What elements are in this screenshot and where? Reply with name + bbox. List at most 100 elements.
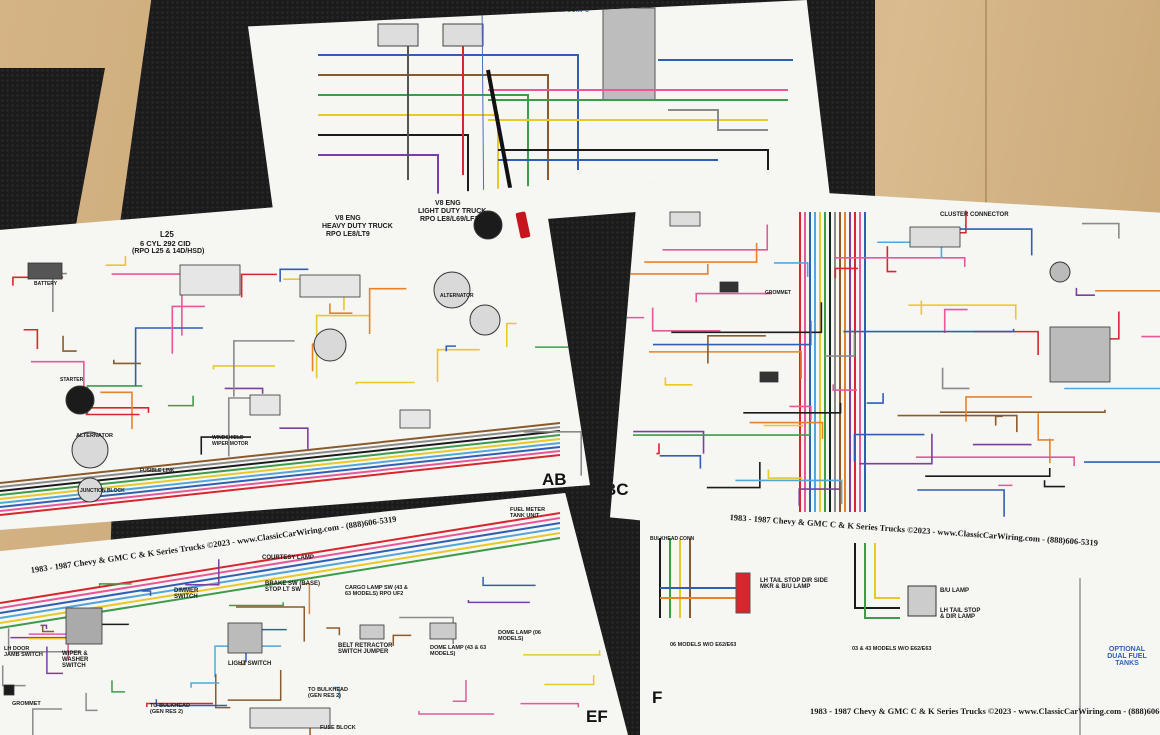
f-bulkhead: BULKHEAD CONN (650, 536, 695, 542)
wire (329, 303, 353, 315)
component (669, 211, 701, 227)
wire (943, 308, 968, 333)
wire (146, 702, 213, 708)
wire (523, 650, 601, 656)
ab-alternator-label: ALTERNATOR (76, 433, 113, 439)
wire (774, 262, 809, 277)
ab-v8-heavy-2: HEAVY DUTY TRUCK (322, 223, 393, 230)
wire (1049, 438, 1051, 464)
wire (279, 427, 309, 449)
ef-fuse-block: FUSE BLOCK (320, 725, 356, 731)
wire (866, 393, 884, 404)
wire (41, 625, 55, 633)
wire (0, 422, 561, 484)
component (313, 328, 347, 362)
ef-dome-06: DOME LAMP (06 MODELS) (498, 630, 541, 642)
wire (1141, 335, 1160, 365)
ab-wiper-label: WINDSHIELD WIPER MOTOR (212, 435, 249, 447)
wire (633, 423, 811, 436)
ef-brake: BRAKE SW (BASE) STOP LT SW (265, 581, 320, 593)
wire (482, 576, 536, 587)
ef-light-switch: LIGHT SWITCH (228, 661, 272, 667)
wire (834, 267, 858, 279)
component (909, 226, 961, 248)
wire (0, 512, 561, 604)
bc-cluster-label: CLUSTER CONNECTOR (940, 212, 1009, 218)
wire (859, 433, 933, 465)
component (77, 477, 103, 503)
ab-v8-light-3: RPO LE8/L69/LF3 (420, 216, 479, 223)
component (299, 274, 361, 298)
f-lh-tail-label: LH TAIL STOP DIR SIDE MKR & B/U LAMP (760, 578, 828, 590)
component (759, 371, 779, 383)
wire (917, 489, 1005, 517)
wire (972, 443, 1032, 446)
component (469, 304, 501, 336)
wire (418, 710, 495, 715)
wire (897, 414, 1018, 433)
wire (86, 385, 143, 415)
wire (798, 488, 841, 506)
wire (915, 456, 1075, 467)
wire (824, 333, 856, 357)
wire (113, 359, 141, 365)
ab-sheet-tag: AB (542, 470, 567, 489)
wire (834, 257, 966, 267)
wire (452, 679, 467, 703)
ef-wiper-washer: WIPER & WASHER SWITCH (62, 651, 89, 669)
component (249, 394, 281, 416)
wire (1084, 461, 1160, 476)
wire (141, 590, 152, 596)
wire (939, 409, 1106, 414)
ab-v8-heavy-1: V8 ENG (335, 215, 361, 222)
ef-to-bulkhead-1: TO BULKHEAD (GEN RES 2) (150, 703, 190, 715)
wire (662, 224, 769, 251)
wire (973, 330, 1039, 356)
wire (763, 424, 804, 427)
ef-dimmer: DIMMER SWITCH (174, 588, 199, 600)
ef-courtesy: COURTESY LAMP (262, 555, 314, 561)
wire (111, 680, 126, 693)
wire (965, 396, 1033, 422)
wire (648, 351, 802, 379)
wire (948, 228, 1033, 256)
wire (227, 669, 282, 701)
wire (333, 686, 341, 699)
ab-alternator-right-label: ALTERNATOR (440, 293, 474, 299)
wire (200, 436, 251, 455)
component (3, 684, 15, 696)
component (399, 409, 431, 429)
wire (190, 682, 220, 688)
wire (368, 287, 407, 335)
wire (155, 699, 228, 707)
wire (749, 421, 824, 439)
bc-grommet-label: GROMMET (765, 290, 792, 296)
bc-sheet-tag: BC (610, 480, 629, 499)
ab-starter-label: STARTER (60, 377, 84, 383)
wire (633, 430, 705, 454)
wire (392, 634, 412, 647)
f-sheet-tag: F (652, 688, 663, 707)
wire (236, 606, 305, 642)
component (65, 607, 103, 645)
wire (240, 273, 277, 298)
sheet-ab: L25 6 CYL 292 CID (RPO L25 & 14D/HSD) V8… (0, 185, 590, 530)
ab-junction-label: JUNCTION BLOCK (80, 488, 125, 494)
wire (23, 328, 39, 350)
wire (610, 310, 645, 319)
wire (1075, 287, 1095, 296)
sheet-ef: 1983 - 1987 Chevy & GMC C & K Series Tru… (0, 493, 628, 735)
sheet-f: LH TAIL STOP DIR SIDE MKR & B/U LAMP 06 … (640, 518, 1160, 735)
component (249, 707, 331, 729)
wire (111, 273, 183, 336)
ef-to-bulkhead-2: TO BULKHEAD (GEN RES 2) (308, 687, 348, 699)
wire (215, 673, 231, 709)
component (433, 271, 471, 309)
f-footer: 1983 - 1987 Chevy & GMC C & K Series Tru… (810, 706, 1160, 716)
component (359, 624, 385, 640)
component (473, 210, 503, 240)
wire (0, 527, 561, 619)
wire (925, 467, 1051, 477)
wire (0, 426, 561, 488)
f-bu-lamp: B/U LAMP (940, 588, 969, 594)
